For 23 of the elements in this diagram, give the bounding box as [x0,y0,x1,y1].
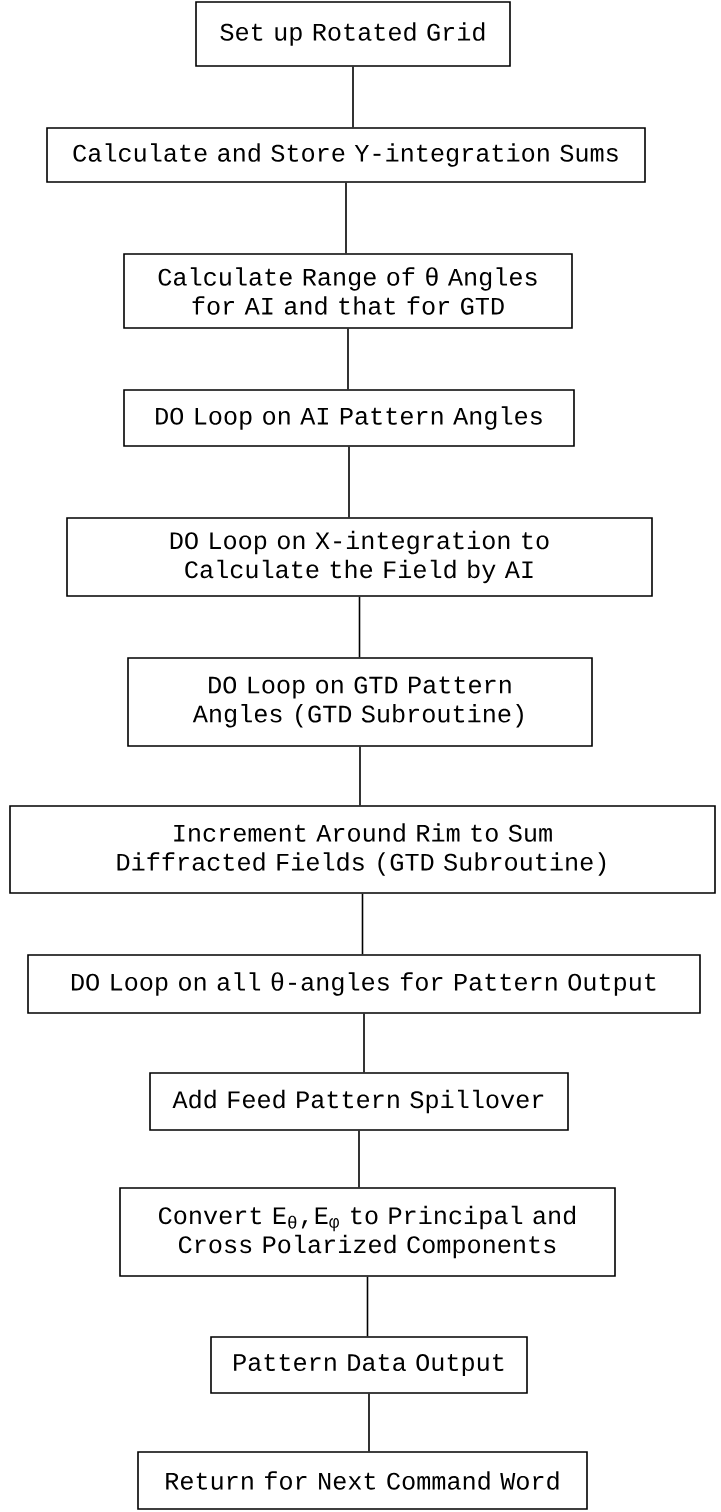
process-box: Pattern Data Output [210,1336,528,1394]
connector-line [368,1393,370,1452]
connector-line [363,1013,365,1073]
process-box: DO Loop on AI Pattern Angles [123,389,575,447]
process-box: Return for Next Command Word [137,1451,588,1510]
connector-line [345,182,347,254]
process-box: DO Loop on X-integration to Calculate the Field by AI [66,517,653,597]
process-box: Convert E$_{θ}$,E$_{φ}$ to Principal and Cross Polarized Components [119,1187,616,1277]
process-box: Calculate Range of θ Angles for AI and that for GTD [123,253,573,329]
process-box: Increment Around Rim to Sum Diffracted Fields (GTD Subroutine) [9,805,716,894]
process-box: Calculate and Store Y-integration Sums [46,127,646,183]
process-box: Set up Rotated Grid [195,1,511,67]
connector-line [359,746,361,806]
connector-line [361,893,364,955]
connector-line [366,1276,369,1337]
process-box: Add Feed Pattern Spillover [149,1072,569,1131]
connector-line [358,1130,360,1188]
process-box: DO Loop on all θ-angles for Pattern Output [27,954,701,1014]
connector-line [352,66,354,128]
connector-line [348,446,350,518]
connector-line [358,596,361,658]
connector-line [347,328,349,390]
process-box: DO Loop on GTD Pattern Angles (GTD Subroutine) [127,657,593,747]
